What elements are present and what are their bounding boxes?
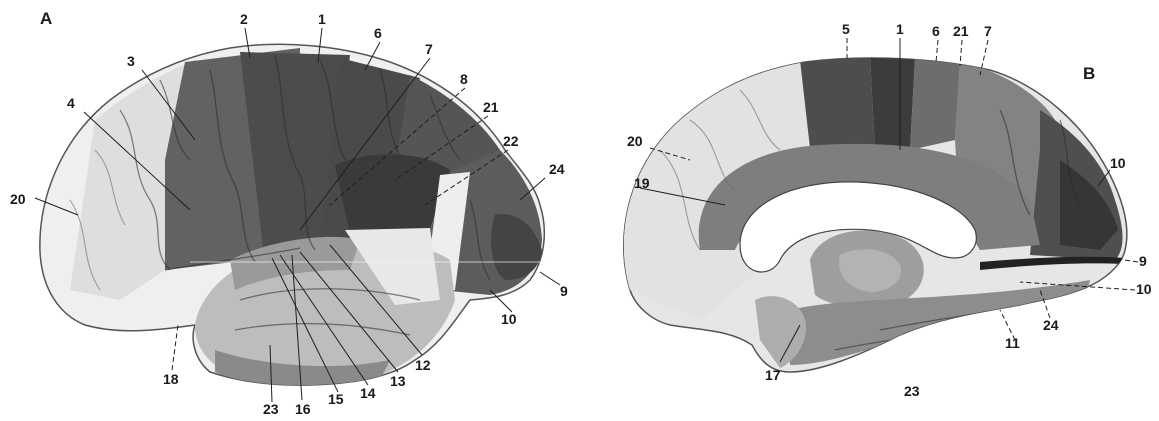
panel-a-label-20: 20 (10, 191, 26, 207)
panel-a-lateral-brain (40, 44, 545, 386)
panel-b-label-7: 7 (984, 23, 992, 39)
panel-a-label-6: 6 (374, 25, 382, 41)
panel-a-label-21: 21 (483, 99, 499, 115)
panel-a-label-16: 16 (295, 401, 311, 417)
panel-b-letter: B (1083, 64, 1095, 83)
panel-a-label-13: 13 (390, 373, 406, 389)
panel-a-label-15: 15 (328, 391, 344, 407)
panel-b-label-6: 6 (932, 23, 940, 39)
panel-b-label-17: 17 (765, 367, 781, 383)
panel-b-label-5: 5 (842, 21, 850, 37)
panel-b-label-1: 1 (896, 21, 904, 37)
panel-a-label-4: 4 (67, 95, 75, 111)
panel-b-label-10-lower: 10 (1136, 281, 1152, 297)
panel-a-label-23: 23 (263, 401, 279, 417)
panel-a-label-24: 24 (549, 161, 565, 177)
panel-a-label-1: 1 (318, 11, 326, 27)
panel-b-label-23: 23 (904, 383, 920, 399)
panel-a-label-18: 18 (163, 371, 179, 387)
panel-a-label-9: 9 (560, 283, 568, 299)
panel-a-label-8: 8 (460, 71, 468, 87)
panel-b-label-9: 9 (1139, 253, 1147, 269)
panel-a-label-22: 22 (503, 133, 519, 149)
panel-b-label-24: 24 (1043, 317, 1059, 333)
panel-a-label-12: 12 (415, 357, 431, 373)
panel-a-letter: A (40, 9, 52, 28)
panel-b-label-20: 20 (627, 133, 643, 149)
panel-a-label-7: 7 (425, 41, 433, 57)
panel-b-label-10-upper: 10 (1110, 155, 1126, 171)
panel-b-label-21: 21 (953, 23, 969, 39)
panel-a-label-14: 14 (360, 385, 376, 401)
panel-b-label-11: 11 (1005, 335, 1020, 351)
panel-a-label-2: 2 (240, 11, 248, 27)
panel-a-label-10: 10 (501, 311, 517, 327)
panel-b-label-19: 19 (634, 175, 650, 191)
panel-a-label-3: 3 (127, 53, 135, 69)
